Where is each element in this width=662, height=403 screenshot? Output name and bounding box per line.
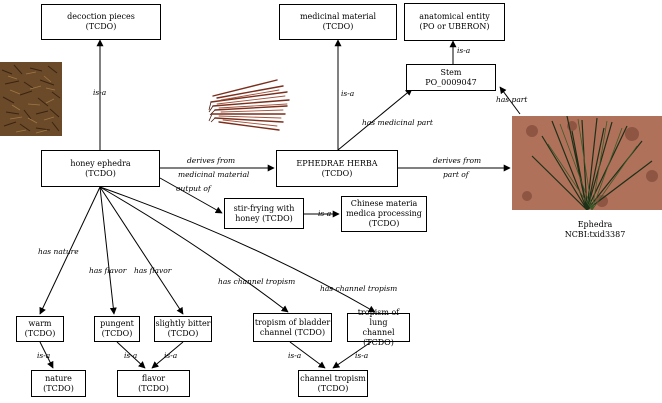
edge-label-derives-medicinal-1: derives from [187,156,236,165]
tropism-bladder-line1: tropism of bladder [254,317,331,327]
edge-honey-warm [39,186,101,315]
medicinal-material-line2: (TCDO) [322,22,354,31]
edge-label-isa-anatomical: is-a [457,46,471,55]
edge-honey-lung [99,186,376,313]
tropism-lung-line3: (TCDO) [363,337,394,347]
stir-frying-node: stir-frying with honey (TCDO) [224,198,304,229]
chinese-materia-line1: Chinese materia [350,199,418,208]
edge-label-isa-processing: is-a [318,209,332,218]
flavor-node: flavor (TCDO) [117,370,190,397]
edge-label-output-of: output of [176,184,211,193]
anatomical-entity-line2: (PO or UBERON) [419,22,490,31]
edge-bladder-channel [289,341,326,369]
edge-honey-bitter [99,186,184,315]
edge-label-has-medicinal-part: has medicinal part [362,118,433,127]
edge-label-has-flavor-1: has flavor [89,266,127,275]
medicinal-material-line1: medicinal material [299,12,377,21]
stem-node: Stem PO_0009047 [406,64,496,91]
edge-warm-nature [39,341,54,369]
chinese-materia-line3: (TCDO) [368,219,400,228]
channel-tropism-line1: channel tropism [300,373,366,383]
ephedrae-herba-line1: EPHEDRAE HERBA [296,158,378,168]
honey-ephedra-line1: honey ephedra [70,158,131,168]
plant-caption: Ephedra NCBI:txid3387 [550,220,640,240]
ephedrae-herba-node: EPHEDRAE HERBA (TCDO) [276,150,398,187]
stir-frying-line2: honey (TCDO) [235,213,293,223]
stir-frying-line1: stir-frying with [233,203,295,213]
edge-label-derives-part-1: derives from [433,156,482,165]
edge-bitter-flavor [151,341,184,369]
tropism-bladder-node: tropism of bladder channel (TCDO) [253,313,332,342]
edge-label-isa-bladder: is-a [288,351,302,360]
edge-label-has-flavor-2: has flavor [134,266,172,275]
chinese-materia-line2: medica processing [346,209,422,218]
anatomical-entity-line1: anatomical entity [419,12,490,21]
flavor-line2: (TCDO) [138,383,169,393]
decoction-pieces-node: decoction pieces (TCDO) [41,4,161,40]
medicinal-material-node: medicinal material (TCDO) [279,4,397,40]
channel-tropism-line2: (TCDO) [317,383,349,393]
anatomical-entity-node: anatomical entity (PO or UBERON) [404,3,505,41]
edge-label-derives-medicinal-2: medicinal material [178,170,250,179]
plant-caption-line1: Ephedra [577,220,613,229]
edge-honey-bladder [99,186,289,313]
slightly-bitter-line2: (TCDO) [167,329,199,338]
slightly-bitter-line1: slightly bitter [155,319,211,328]
edge-honey-stirfry [159,177,223,214]
edge-pungent-flavor [116,341,146,369]
edge-label-has-channel-1: has channel tropism [218,277,296,286]
chinese-materia-node: Chinese materia medica processing (TCDO) [341,196,427,232]
edge-label-isa-medicinal: is-a [341,89,355,98]
stem-line1: Stem [440,67,462,77]
pungent-line1: pungent [100,319,134,328]
warm-line1: warm [28,319,52,328]
decoction-pieces-photo [0,62,62,136]
decoction-pieces-line1: decoction pieces [67,12,135,21]
decoction-pieces-line2: (TCDO) [85,22,117,31]
pungent-line2: (TCDO) [101,329,133,338]
edge-label-isa-lung: is-a [355,351,369,360]
edge-lung-channel [332,341,372,369]
pungent-node: pungent (TCDO) [94,316,140,342]
tropism-lung-line2: channel [362,327,395,337]
edge-label-isa-pungent: is-a [124,351,138,360]
flavor-line1: flavor [141,373,166,383]
tropism-lung-node: tropism of lung channel (TCDO) [347,308,410,347]
honey-ephedra-node: honey ephedra (TCDO) [41,150,160,187]
nature-line1: nature [45,373,72,383]
edge-label-isa-bitter: is-a [164,351,178,360]
ephedrae-herba-photo [207,62,290,142]
edge-label-has-nature: has nature [38,247,79,256]
edge-label-derives-part-2: part of [443,170,469,179]
edge-label-has-channel-2: has channel tropism [320,284,398,293]
channel-tropism-node: channel tropism (TCDO) [298,370,368,397]
tropism-lung-line1: tropism of lung [357,307,400,327]
honey-ephedra-line2: (TCDO) [85,168,116,178]
edge-plant-stem [499,86,521,115]
warm-line2: (TCDO) [24,329,56,338]
warm-node: warm (TCDO) [16,316,64,342]
ephedra-plant-photo [512,116,662,210]
edge-label-isa-decoction: is-a [93,88,107,97]
edge-herba-stem [337,88,413,151]
edge-label-has-part: has part [496,95,528,104]
edge-label-isa-warm: is-a [37,351,51,360]
stem-line2: PO_0009047 [425,77,477,87]
slightly-bitter-node: slightly bitter (TCDO) [154,316,212,342]
edge-honey-pungent [99,186,117,315]
tropism-bladder-line2: channel (TCDO) [259,327,326,337]
nature-line2: (TCDO) [43,383,74,393]
plant-caption-line2: NCBI:txid3387 [564,230,626,239]
ephedrae-herba-line2: (TCDO) [321,168,353,178]
nature-node: nature (TCDO) [31,370,86,397]
